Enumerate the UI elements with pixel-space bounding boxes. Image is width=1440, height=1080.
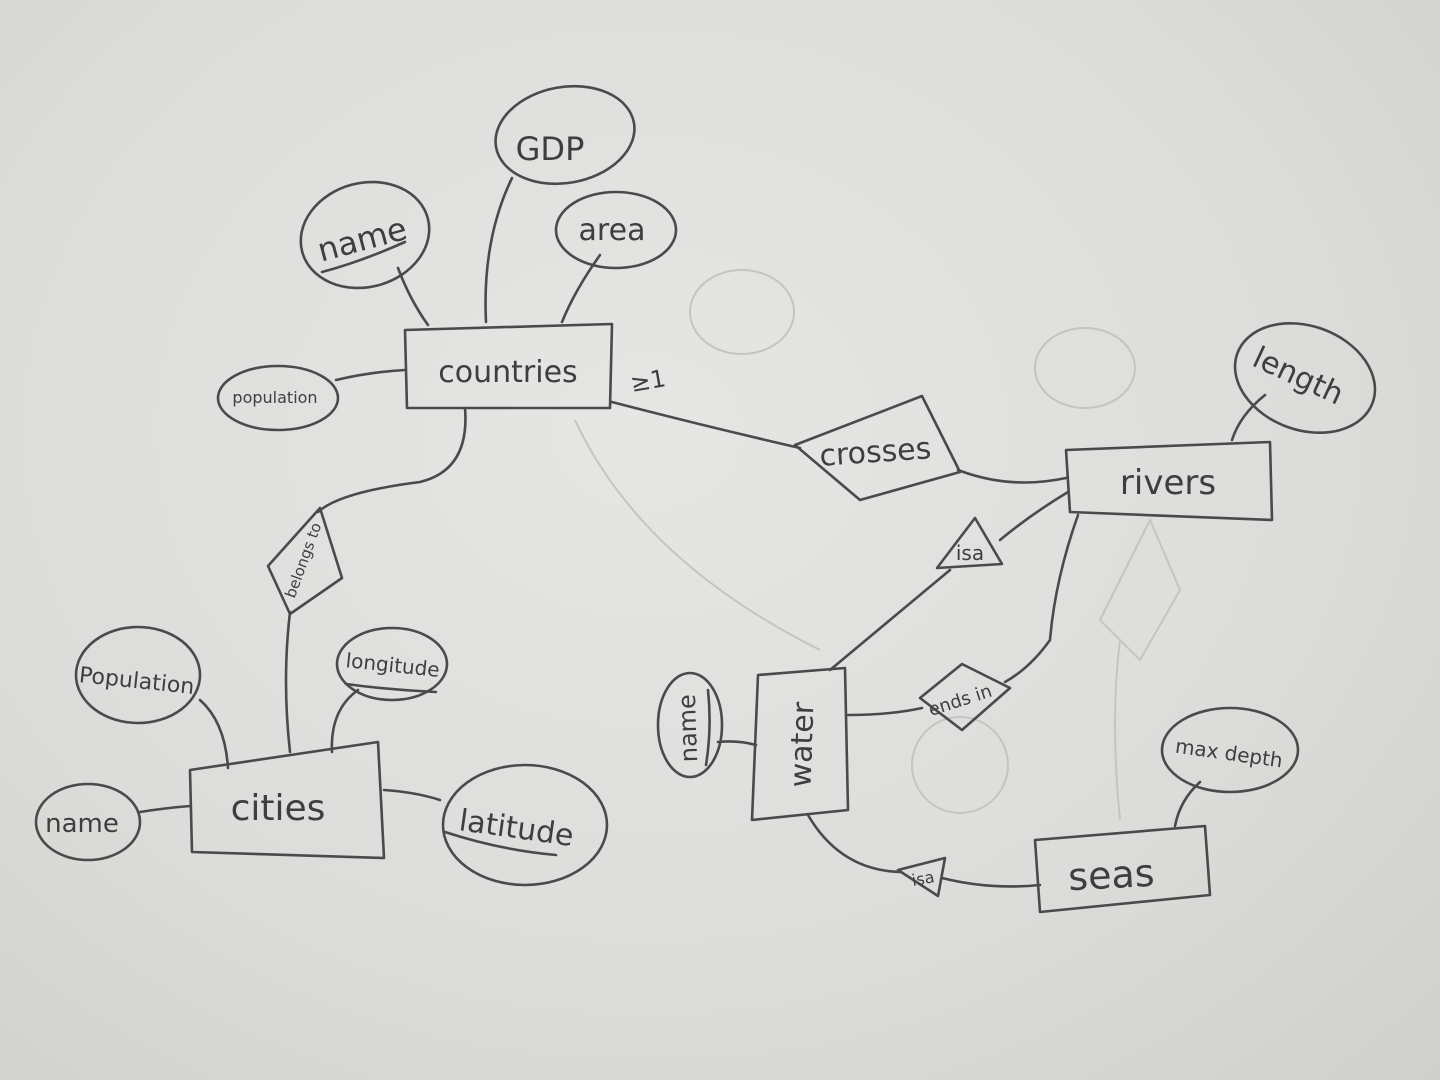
- attribute-seas-max-depth-label: max depth: [1174, 734, 1284, 773]
- line-countries-name: [396, 266, 430, 327]
- entity-seas: seas: [1033, 824, 1212, 914]
- relationship-crosses: crosses: [793, 394, 962, 502]
- attribute-cities-population: Population: [74, 625, 202, 725]
- line-countries-population: [334, 368, 407, 382]
- attribute-countries-population-label: population: [232, 388, 317, 407]
- line-isa-water: [828, 568, 952, 672]
- connector-lines: [138, 176, 1267, 888]
- line-cities-longitude: [330, 688, 360, 754]
- line-water-name: [716, 740, 758, 747]
- attribute-countries-name: name: [299, 180, 431, 290]
- entity-water-label: water: [784, 701, 822, 788]
- attribute-cities-latitude: latitude: [441, 763, 609, 887]
- relationship-ends-in-label: ends in: [926, 681, 995, 721]
- relationship-belongs-to-label: belongs to: [281, 520, 325, 600]
- attribute-countries-gdp-label: GDP: [516, 130, 585, 168]
- attribute-cities-longitude-label: longitude: [345, 648, 441, 682]
- relationship-belongs-to: belongs to: [266, 506, 344, 616]
- relationship-isa-rivers-label: isa: [956, 541, 984, 565]
- line-countries-area: [560, 253, 602, 324]
- line-isa-seas: [940, 876, 1042, 888]
- attribute-countries-area-label: area: [579, 213, 646, 248]
- line-rivers-endsin: [1003, 513, 1080, 684]
- line-rivers-length: [1230, 393, 1267, 442]
- line-water-endsin: [846, 706, 924, 717]
- line-seas-maxdepth: [1173, 780, 1202, 828]
- line-water-isa: [806, 813, 902, 874]
- relationship-isa-rivers: isa: [935, 516, 1004, 570]
- cardinality-mark: ≥1: [628, 364, 668, 398]
- entity-rivers: rivers: [1064, 440, 1274, 522]
- line-belongs-cities: [284, 610, 292, 754]
- line-cities-name: [138, 804, 192, 814]
- attribute-cities-longitude: longitude: [335, 626, 449, 702]
- attribute-countries-area: area: [554, 190, 678, 270]
- line-countries-crosses: [610, 400, 802, 450]
- entity-rivers-label: rivers: [1120, 463, 1216, 503]
- attribute-cities-name-label: name: [45, 809, 119, 839]
- line-countries-gdp: [484, 176, 514, 324]
- line-countries-belongs: [316, 406, 467, 514]
- attribute-water-name: name: [656, 671, 724, 779]
- entity-countries-label: countries: [438, 355, 577, 390]
- erased-traces: [574, 269, 1182, 821]
- line-crosses-rivers: [956, 468, 1068, 484]
- attribute-countries-gdp: GDP: [494, 84, 636, 186]
- attribute-seas-max-depth: max depth: [1160, 706, 1300, 794]
- line-cities-population: [198, 698, 230, 770]
- relationship-ends-in: ends in: [918, 662, 1012, 732]
- attribute-cities-name: name: [34, 782, 142, 862]
- attribute-rivers-length: length: [1233, 321, 1377, 435]
- relationship-isa-seas: isa: [896, 856, 947, 898]
- relationship-crosses-label: crosses: [818, 431, 932, 474]
- relationship-isa-seas-label: isa: [910, 867, 936, 890]
- entity-seas-label: seas: [1067, 851, 1155, 899]
- attribute-rivers-length-label: length: [1247, 340, 1348, 412]
- entity-cities-label: cities: [231, 788, 326, 829]
- entity-countries: countries: [403, 322, 614, 410]
- entity-cities: cities: [188, 740, 386, 860]
- entity-water: water: [750, 666, 850, 822]
- attribute-cities-latitude-label: latitude: [457, 803, 576, 854]
- line-rivers-isa: [998, 490, 1070, 542]
- attribute-countries-population: population: [216, 364, 340, 432]
- attribute-cities-population-label: Population: [78, 663, 196, 700]
- attribute-water-name-label: name: [673, 694, 703, 763]
- line-cities-latitude: [382, 788, 442, 802]
